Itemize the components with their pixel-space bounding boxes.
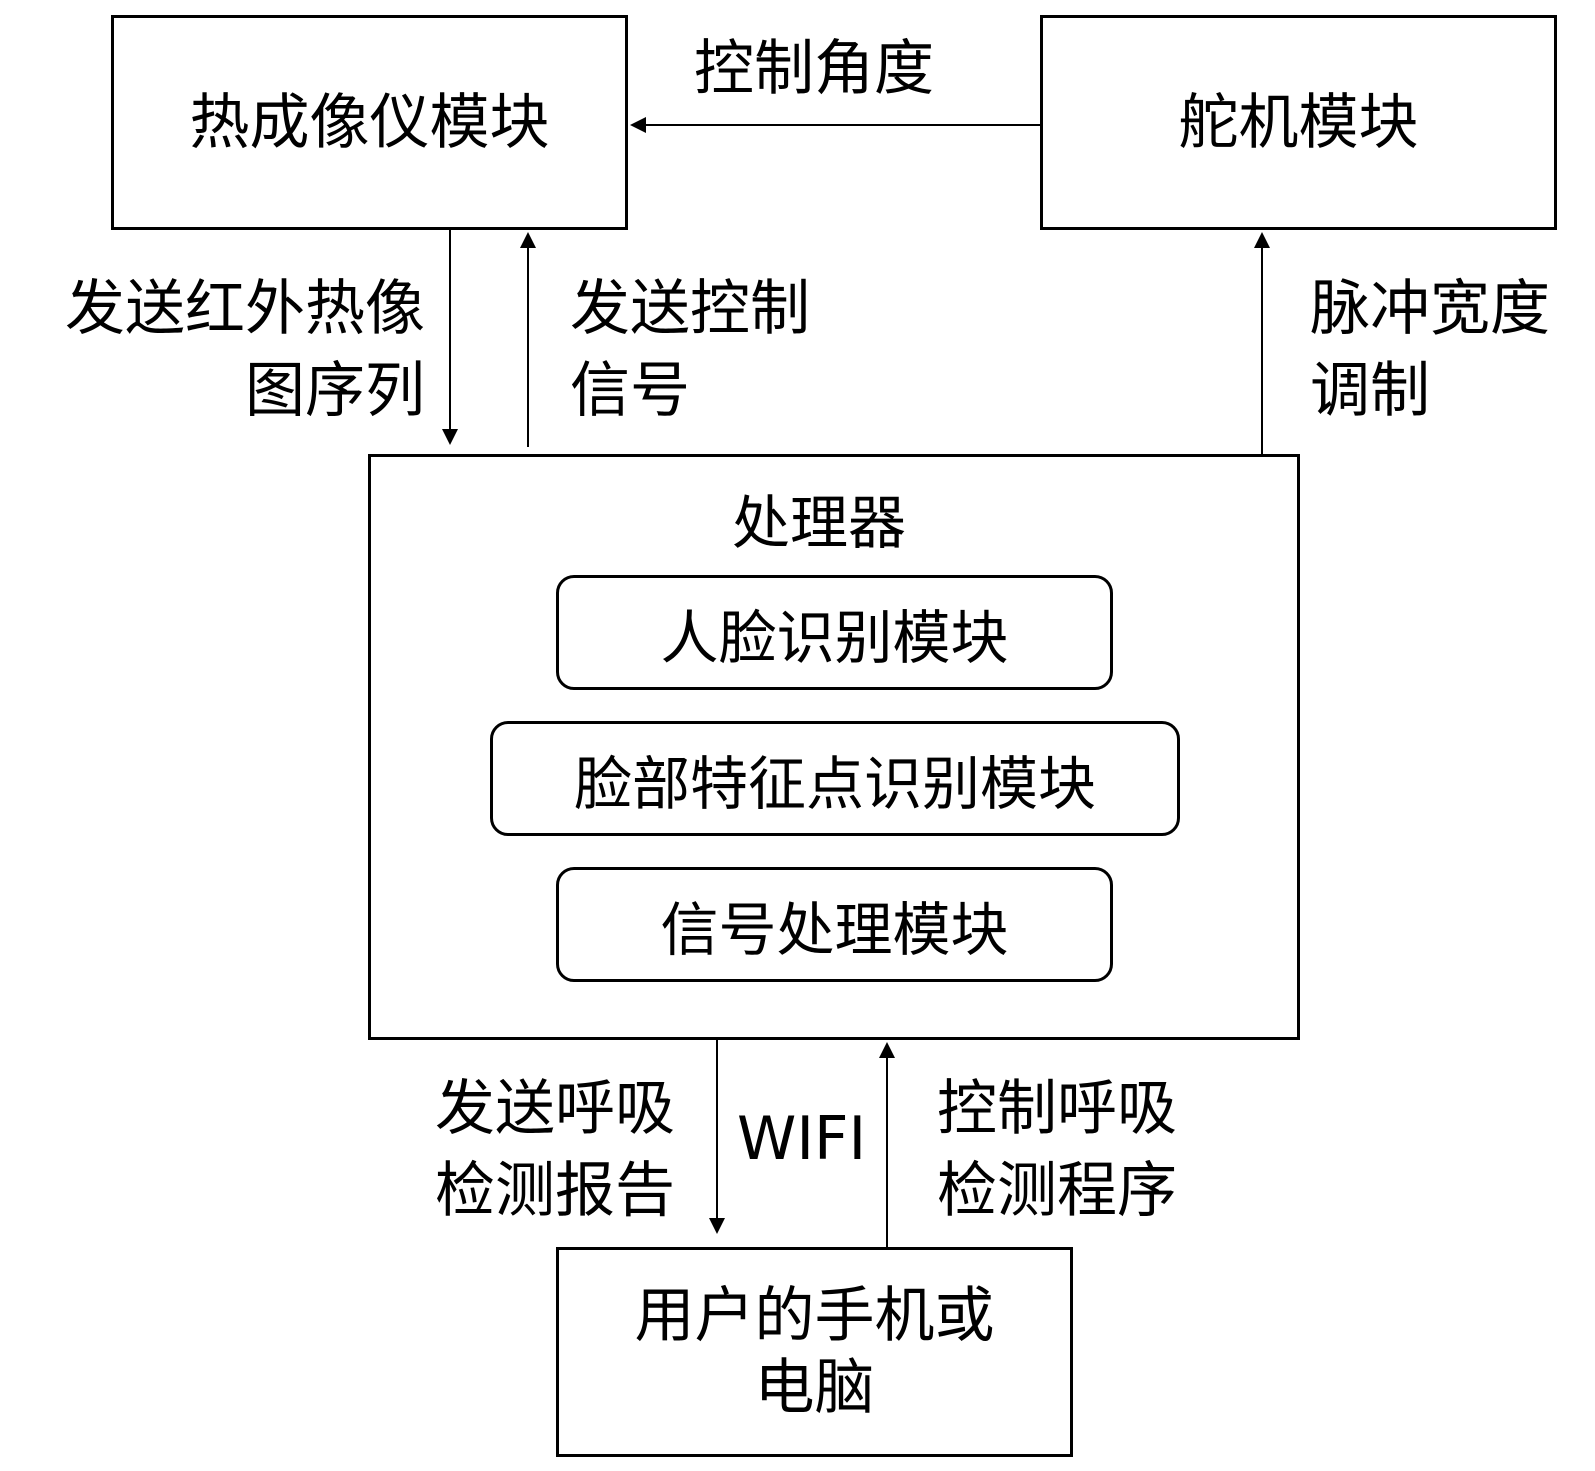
thermal-imager-module-label: 热成像仪模块 — [189, 87, 550, 158]
user-device-label-line1: 用户的手机或 — [634, 1281, 995, 1351]
face-landmark-label: 脸部特征点识别模块 — [573, 749, 1096, 818]
send-ir-line1: 发送红外热像 — [65, 274, 425, 344]
pwm-line1: 脉冲宽度 — [1310, 274, 1550, 344]
send-control-signal-label: 发送控制 信号 — [570, 268, 810, 432]
signal-processing-label: 信号处理模块 — [660, 895, 1009, 964]
ctrl-program-line1: 控制呼吸 — [937, 1074, 1177, 1144]
send-ir-sequence-label: 发送红外热像 图序列 — [10, 268, 425, 432]
send-report-line1: 发送呼吸 — [435, 1074, 675, 1144]
wifi-text: WIFI — [737, 1104, 867, 1174]
face-recognition-label: 人脸识别模块 — [660, 603, 1009, 672]
processor-title: 处理器 — [732, 489, 907, 557]
face-landmark-module: 脸部特征点识别模块 — [490, 721, 1180, 836]
user-device-label-line2: 电脑 — [754, 1353, 875, 1423]
user-device-box: 用户的手机或 电脑 — [556, 1247, 1073, 1457]
send-ctrl-line2: 信号 — [570, 356, 690, 426]
send-ir-line2: 图序列 — [245, 356, 425, 426]
pwm-label: 脉冲宽度 调制 — [1310, 268, 1550, 432]
control-angle-text: 控制角度 — [694, 34, 934, 104]
send-ctrl-line1: 发送控制 — [570, 274, 810, 344]
control-program-label: 控制呼吸 检测程序 — [937, 1068, 1177, 1232]
wifi-label: WIFI — [737, 1098, 866, 1180]
pwm-line2: 调制 — [1310, 356, 1430, 426]
thermal-imager-module-box: 热成像仪模块 — [111, 15, 628, 230]
signal-processing-module: 信号处理模块 — [556, 867, 1113, 982]
send-report-label: 发送呼吸 检测报告 — [380, 1068, 675, 1232]
control-angle-label: 控制角度 — [694, 28, 934, 110]
servo-module-label: 舵机模块 — [1178, 87, 1419, 158]
face-recognition-module: 人脸识别模块 — [556, 575, 1113, 690]
servo-module-box: 舵机模块 — [1040, 15, 1557, 230]
ctrl-program-line2: 检测程序 — [937, 1156, 1177, 1226]
send-report-line2: 检测报告 — [435, 1156, 675, 1226]
